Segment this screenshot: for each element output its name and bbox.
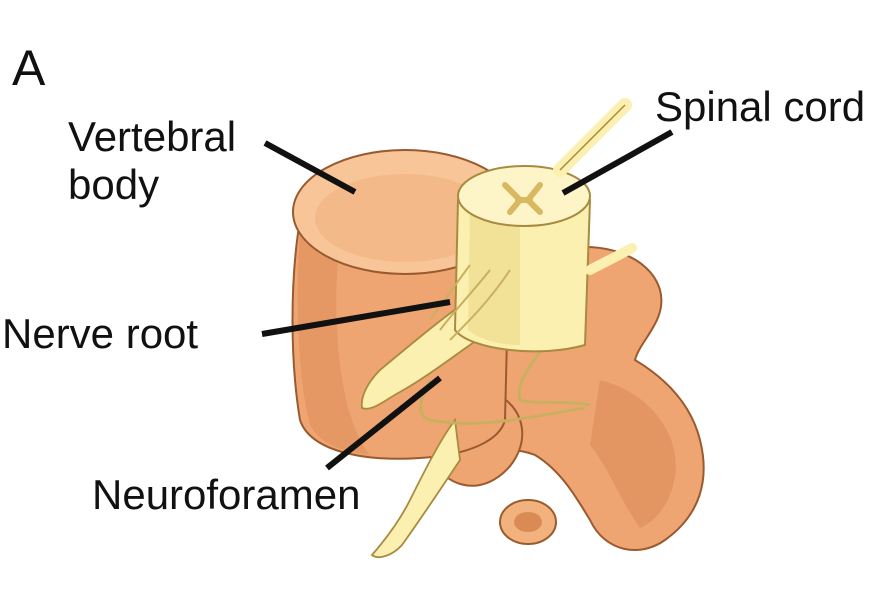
vertebral-body-label: Vertebral body <box>68 113 236 209</box>
vertebral-body-leader-line <box>263 140 357 195</box>
vertebral-body-label-line1: Vertebral <box>68 113 237 160</box>
nerve-root-label: Nerve root <box>2 310 199 357</box>
spinal-cord-shape <box>429 98 637 353</box>
panel-letter: A <box>12 40 46 96</box>
nerve-root-leader-line <box>261 299 451 337</box>
neuroforamen-label: Neuroforamen <box>92 471 361 518</box>
vertebral-body-label-line2: body <box>68 161 160 208</box>
spinal-cord-label: Spinal cord <box>655 83 866 130</box>
neuroforamen-leader-line <box>325 375 442 471</box>
leader-lines <box>261 129 674 471</box>
spinal-cord-leader-line <box>561 129 674 196</box>
nerve-root-shape <box>360 298 591 558</box>
